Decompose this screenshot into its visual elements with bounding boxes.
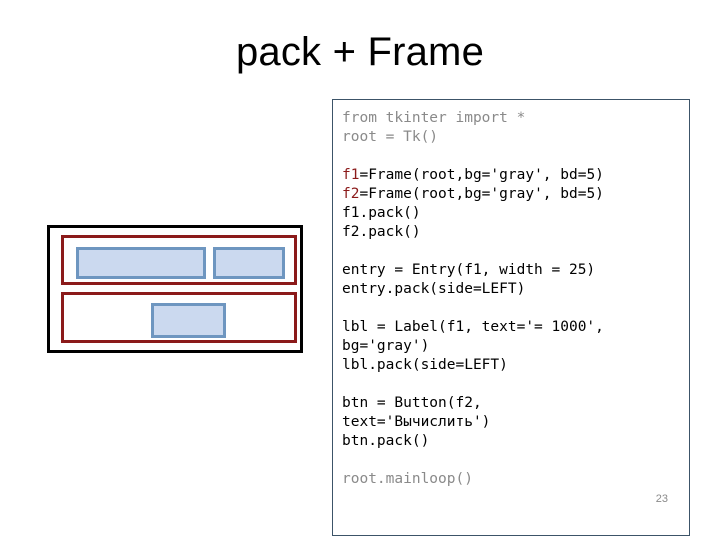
code-token: root = Tk() [342,129,439,145]
code-line: bg='gray') [342,337,604,356]
code-line: lbl.pack(side=LEFT) [342,356,604,375]
code-blank-line [342,242,604,261]
code-line: root.mainloop() [342,470,604,489]
tkinter-window-diagram [47,225,303,353]
code-blank-line [342,299,604,318]
code-token: entry.pack(side=LEFT) [342,281,526,297]
code-token: lbl.pack(side=LEFT) [342,357,508,373]
code-token: =Frame(root,bg='gray', bd=5) [359,186,604,202]
code-line: f1=Frame(root,bg='gray', bd=5) [342,166,604,185]
code-blank-line [342,451,604,470]
code-line: root = Tk() [342,128,604,147]
code-token: bg='gray') [342,338,430,354]
page-title: pack + Frame [235,30,485,74]
code-token: btn.pack() [342,433,430,449]
code-token: from tkinter import * [342,110,526,126]
code-line: f2=Frame(root,bg='gray', bd=5) [342,185,604,204]
code-line: btn = Button(f2, [342,394,604,413]
code-token: f1.pack() [342,205,421,221]
frame-f2 [61,292,297,343]
code-line: entry = Entry(f1, width = 25) [342,261,604,280]
code-blank-line [342,375,604,394]
code-line: btn.pack() [342,432,604,451]
code-listing: from tkinter import *root = Tk() f1=Fram… [342,109,604,489]
code-token: entry = Entry(f1, width = 25) [342,262,596,278]
code-line: f1.pack() [342,204,604,223]
code-line: lbl = Label(f1, text='= 1000', [342,318,604,337]
code-token: root.mainloop() [342,471,473,487]
code-token: lbl = Label(f1, text='= 1000', [342,319,604,335]
button-widget-box [151,303,226,338]
code-line: from tkinter import * [342,109,604,128]
code-token: text='Вычислить') [342,414,491,430]
code-token: f2 [342,186,360,202]
code-line: text='Вычислить') [342,413,604,432]
code-token: =Frame(root,bg='gray', bd=5) [359,167,604,183]
code-token: f1 [342,167,360,183]
code-token: btn = Button(f2, [342,395,482,411]
code-token: f2.pack() [342,224,421,240]
code-block: from tkinter import *root = Tk() f1=Fram… [332,99,690,536]
code-line: entry.pack(side=LEFT) [342,280,604,299]
code-line: f2.pack() [342,223,604,242]
frame-f1 [61,235,297,285]
page-number: 23 [655,493,668,505]
label-widget-box [213,247,285,279]
entry-widget-box [76,247,206,279]
code-blank-line [342,147,604,166]
